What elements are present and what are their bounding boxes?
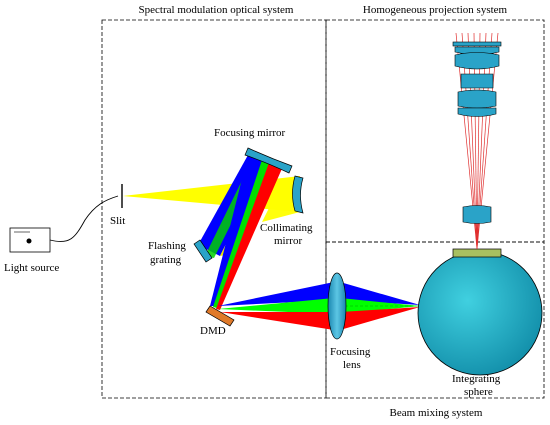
integrating-sphere-label-1: Integrating — [452, 373, 501, 385]
spectral-system-box — [101, 19, 327, 399]
homogeneous-system-box — [325, 19, 545, 243]
blue-beam-to-lens — [218, 282, 334, 306]
collimating-mirror — [292, 175, 304, 214]
sphere-exit-port — [452, 248, 502, 258]
blue-beam-down — [210, 155, 264, 306]
slit-label: Slit — [110, 215, 125, 227]
blue-beam-to-sphere — [340, 282, 420, 305]
red-beam-to-lens — [220, 312, 334, 330]
collimating-mirror-label-2: mirror — [274, 235, 302, 247]
focusing-lens-label-1: Focusing — [330, 346, 371, 358]
flashing-grating — [193, 239, 213, 263]
dmd — [205, 305, 235, 327]
beam-mixing-system-title: Beam mixing system — [390, 407, 483, 419]
collimating-mirror-label-1: Collimating — [260, 222, 313, 234]
spectral-system-title: Spectral modulation optical system — [139, 4, 294, 16]
red-beam-down — [216, 160, 284, 310]
yellow-beam-reflected — [262, 176, 300, 222]
flashing-grating-label-2: grating — [150, 254, 182, 266]
focusing-mirror — [244, 147, 293, 174]
green-beam-to-lens — [218, 298, 334, 314]
focusing-lens-label-2: lens — [343, 359, 361, 371]
homogeneous-system-title: Homogeneous projection system — [363, 4, 508, 16]
integrating-sphere-label-2: sphere — [464, 386, 493, 398]
light-source-label: Light source — [4, 262, 59, 274]
dmd-label: DMD — [200, 325, 226, 337]
focusing-lens — [327, 272, 347, 340]
focusing-mirror-label: Focusing mirror — [214, 127, 286, 139]
integrating-sphere — [417, 248, 543, 376]
light-source-cable — [49, 195, 119, 242]
projection-lens-stack — [452, 41, 502, 224]
flashing-grating-label-1: Flashing — [148, 240, 186, 252]
red-beam-to-sphere — [340, 307, 420, 330]
light-source — [9, 195, 119, 253]
